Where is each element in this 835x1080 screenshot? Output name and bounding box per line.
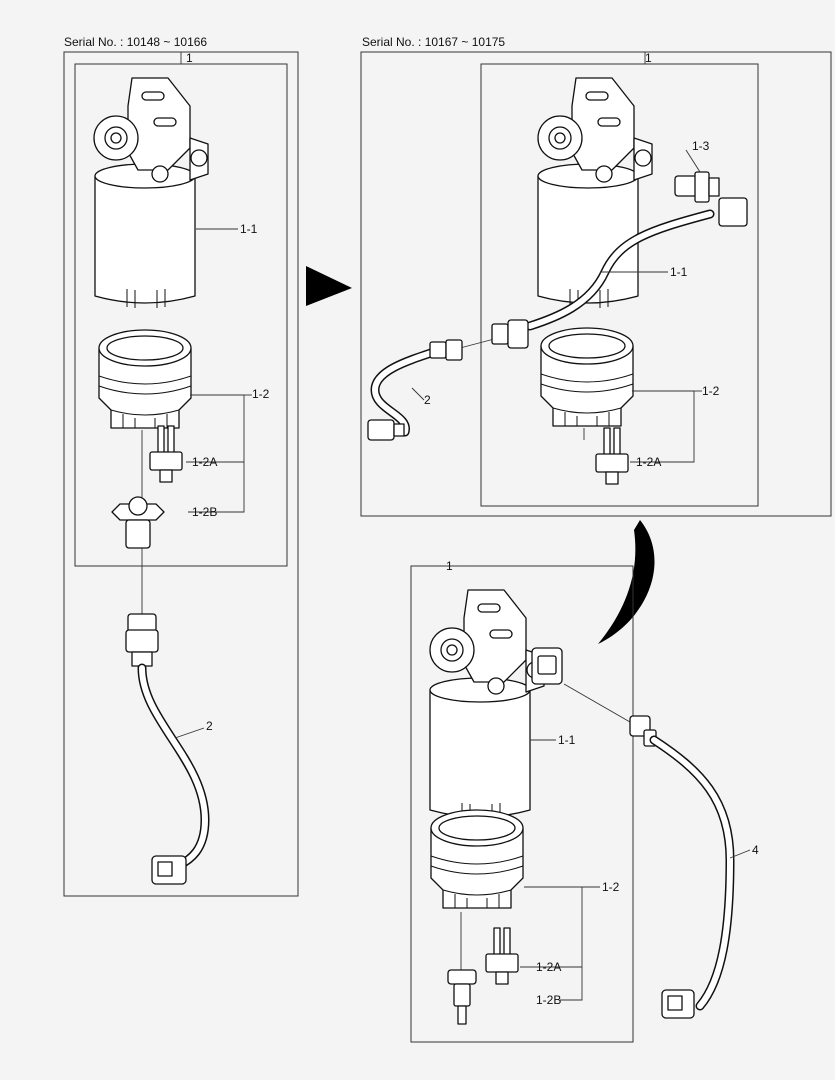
right-assembly-frame bbox=[480, 63, 759, 507]
filter-head-bottom bbox=[429, 589, 545, 695]
bowl-sensor-left bbox=[149, 425, 183, 483]
harness-connector-right-inner bbox=[429, 339, 463, 361]
label-1-right: 1 bbox=[645, 51, 652, 65]
left-panel: 1 1-1 1-2 1-2A 1-2B bbox=[63, 51, 299, 897]
label-1-left: 1 bbox=[186, 51, 193, 65]
filter-element-right bbox=[537, 163, 639, 309]
label-1-2-right: 1-2 bbox=[702, 384, 720, 398]
filter-element-left bbox=[94, 163, 196, 309]
serial-label-left: Serial No. : 10148 ~ 10166 bbox=[64, 35, 207, 49]
sensor-bottom-head bbox=[531, 647, 563, 685]
label-1-1-left: 1-1 bbox=[240, 222, 258, 236]
right-top-panel: 1 1-3 1-1 bbox=[360, 51, 832, 517]
label-1-2-bottom: 1-2 bbox=[602, 880, 620, 894]
sensor-base-left bbox=[111, 496, 165, 549]
label-2-left: 2 bbox=[206, 719, 213, 733]
bottom-assembly-frame bbox=[410, 565, 634, 1043]
label-1-2A-bottom: 1-2A bbox=[536, 960, 561, 974]
serial-label-right: Serial No. : 10167 ~ 10175 bbox=[362, 35, 505, 49]
label-4: 4 bbox=[752, 843, 759, 857]
bowl-bottom bbox=[430, 809, 524, 909]
label-2-right: 2 bbox=[424, 393, 431, 407]
label-1-1-right: 1-1 bbox=[670, 265, 688, 279]
harness-connector-left-top bbox=[125, 613, 159, 667]
harness-connector-left-bottom bbox=[151, 855, 187, 885]
bowl-sensor-bottom bbox=[485, 927, 519, 985]
harness-connector-bottom-end bbox=[661, 989, 695, 1019]
harness-connector-right-end bbox=[367, 419, 405, 441]
label-1-2-left: 1-2 bbox=[252, 387, 270, 401]
right-outer-frame bbox=[360, 51, 832, 517]
label-1-3: 1-3 bbox=[692, 139, 710, 153]
label-1-2A-left: 1-2A bbox=[192, 455, 217, 469]
harness-bottom bbox=[649, 735, 735, 1011]
label-1-bottom: 1 bbox=[446, 559, 453, 573]
bottom-panel: 1 1-1 4 1-2 1-2A 1-2B bbox=[410, 559, 759, 1043]
bowl-sensor-right bbox=[595, 427, 629, 485]
arrow-curved bbox=[598, 520, 655, 644]
sensor-1-3 bbox=[674, 171, 748, 227]
label-1-2B-left: 1-2B bbox=[192, 505, 217, 519]
label-1-1-bottom: 1-1 bbox=[558, 733, 576, 747]
sensor-base-bottom bbox=[447, 969, 477, 1025]
label-1-2A-right: 1-2A bbox=[636, 455, 661, 469]
bowl-right bbox=[540, 327, 634, 427]
arrow-right bbox=[306, 266, 352, 306]
label-1-2B-bottom: 1-2B bbox=[536, 993, 561, 1007]
filter-head-left bbox=[93, 77, 209, 183]
harness-left bbox=[137, 663, 210, 871]
bowl-left bbox=[98, 329, 192, 429]
filter-element-bottom bbox=[429, 677, 531, 823]
harness-connector-right-mid bbox=[491, 319, 529, 349]
